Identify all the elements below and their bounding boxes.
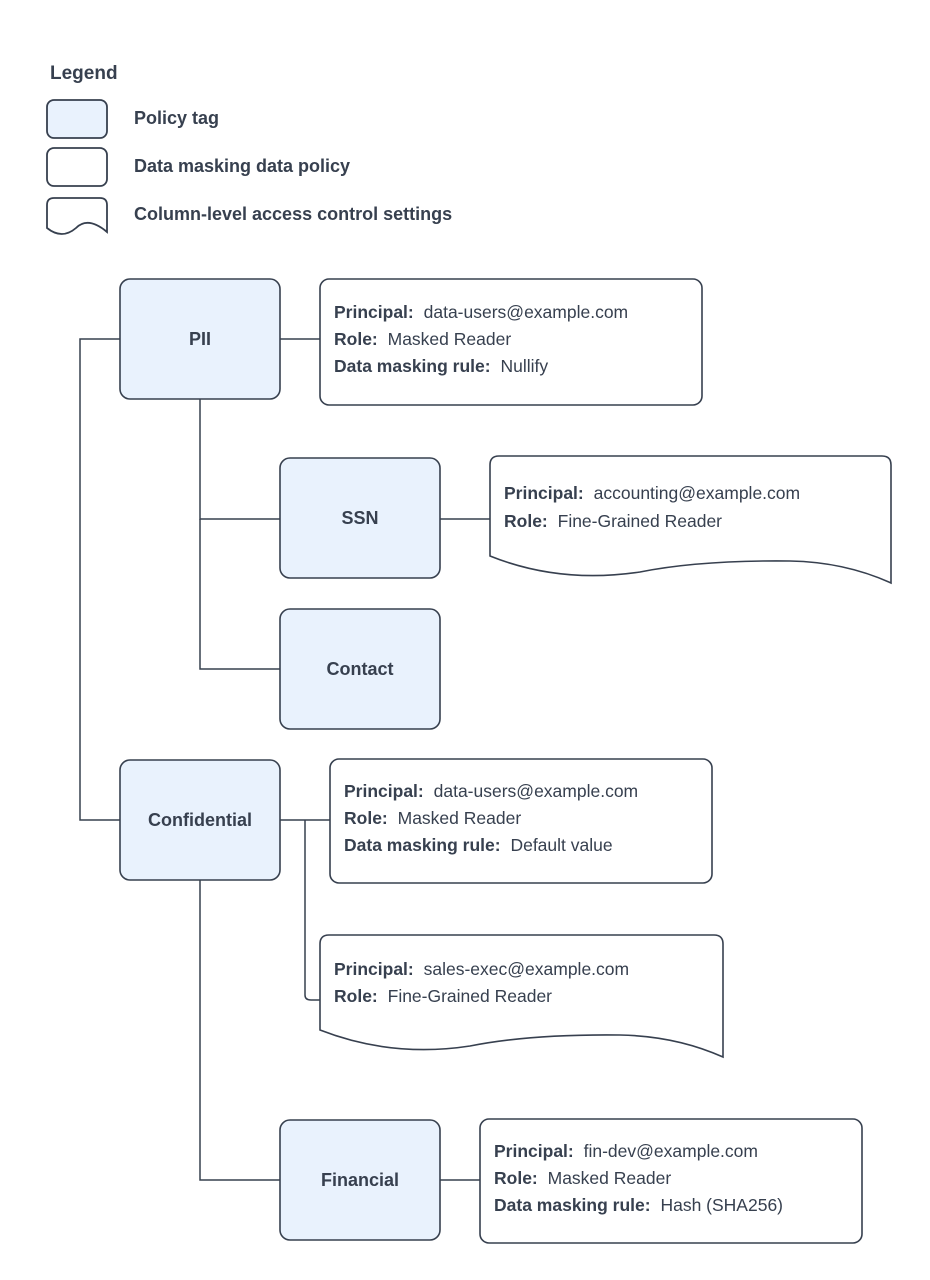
card-confidential-access-shape[interactable] <box>319 934 724 1059</box>
card-confidential-policy-line: Principal: data-users@example.com <box>344 781 638 801</box>
card-confidential-policy-shape[interactable] <box>329 758 713 884</box>
connector-pii-contact <box>199 519 280 670</box>
node-financial-label: Financial <box>321 1170 399 1190</box>
node-contact-shape[interactable] <box>279 608 441 730</box>
card-financial-policy-line: Role: Masked Reader <box>494 1168 671 1188</box>
node-confidential-label: Confidential <box>148 810 252 830</box>
card-ssn-access[interactable]: Principal: accounting@example.com Role: … <box>489 455 892 585</box>
card-confidential-policy[interactable]: Principal: data-users@example.com Role: … <box>329 758 713 884</box>
rounded-rect-blue-swatch-icon <box>46 99 108 139</box>
node-financial-shape[interactable] <box>279 1119 441 1241</box>
legend: Legend Policy tag Data masking data poli… <box>46 63 452 235</box>
card-pii-policy[interactable]: Principal: data-users@example.com Role: … <box>319 278 703 406</box>
node-contact[interactable]: Contact <box>279 608 441 730</box>
legend-title: Legend <box>50 63 118 84</box>
card-confidential-policy-line: Data masking rule: Default value <box>344 835 613 855</box>
connector-trunk-pii-confidential <box>79 338 120 821</box>
node-confidential-shape[interactable] <box>119 759 281 881</box>
card-confidential-access-line: Role: Fine-Grained Reader <box>334 986 552 1006</box>
card-pii-policy-shape[interactable] <box>319 278 703 406</box>
node-contact-label: Contact <box>327 659 394 679</box>
node-pii-shape[interactable] <box>119 278 281 400</box>
card-pii-policy-line: Principal: data-users@example.com <box>334 302 628 322</box>
legend-item-label: Column-level access control settings <box>134 204 452 224</box>
connector-confidential-financial <box>199 880 280 1181</box>
node-confidential[interactable]: Confidential <box>119 759 281 881</box>
card-confidential-policy-line: Role: Masked Reader <box>344 808 521 828</box>
card-financial-policy-line: Principal: fin-dev@example.com <box>494 1141 758 1161</box>
card-ssn-access-shape[interactable] <box>489 455 892 585</box>
card-confidential-access-line: Principal: sales-exec@example.com <box>334 959 629 979</box>
card-ssn-access-line: Role: Fine-Grained Reader <box>504 511 722 531</box>
node-pii-label: PII <box>189 329 211 349</box>
legend-item-label: Data masking data policy <box>134 156 350 176</box>
node-financial[interactable]: Financial <box>279 1119 441 1241</box>
rounded-rect-white-swatch-icon <box>46 147 108 187</box>
legend-item-label: Policy tag <box>134 108 219 128</box>
wavy-bottom-document-swatch-icon <box>46 197 108 235</box>
card-pii-policy-line: Data masking rule: Nullify <box>334 356 548 376</box>
node-ssn-shape[interactable] <box>279 457 441 579</box>
legend-item-policy-tag: Policy tag <box>46 99 219 139</box>
connectors <box>79 338 490 1181</box>
card-confidential-access[interactable]: Principal: sales-exec@example.com Role: … <box>319 934 724 1059</box>
connector-confidential-access-card <box>304 820 320 1001</box>
card-financial-policy-shape[interactable] <box>479 1118 863 1244</box>
card-ssn-access-line: Principal: accounting@example.com <box>504 483 800 503</box>
node-ssn[interactable]: SSN <box>279 457 441 579</box>
node-ssn-label: SSN <box>341 508 378 528</box>
connector-pii-ssn <box>199 399 280 520</box>
legend-item-data-masking-policy: Data masking data policy <box>46 147 350 187</box>
card-financial-policy[interactable]: Principal: fin-dev@example.com Role: Mas… <box>479 1118 863 1244</box>
card-pii-policy-line: Role: Masked Reader <box>334 329 511 349</box>
legend-item-column-access-control: Column-level access control settings <box>46 197 452 235</box>
card-financial-policy-line: Data masking rule: Hash (SHA256) <box>494 1195 783 1215</box>
node-pii[interactable]: PII <box>119 278 281 400</box>
